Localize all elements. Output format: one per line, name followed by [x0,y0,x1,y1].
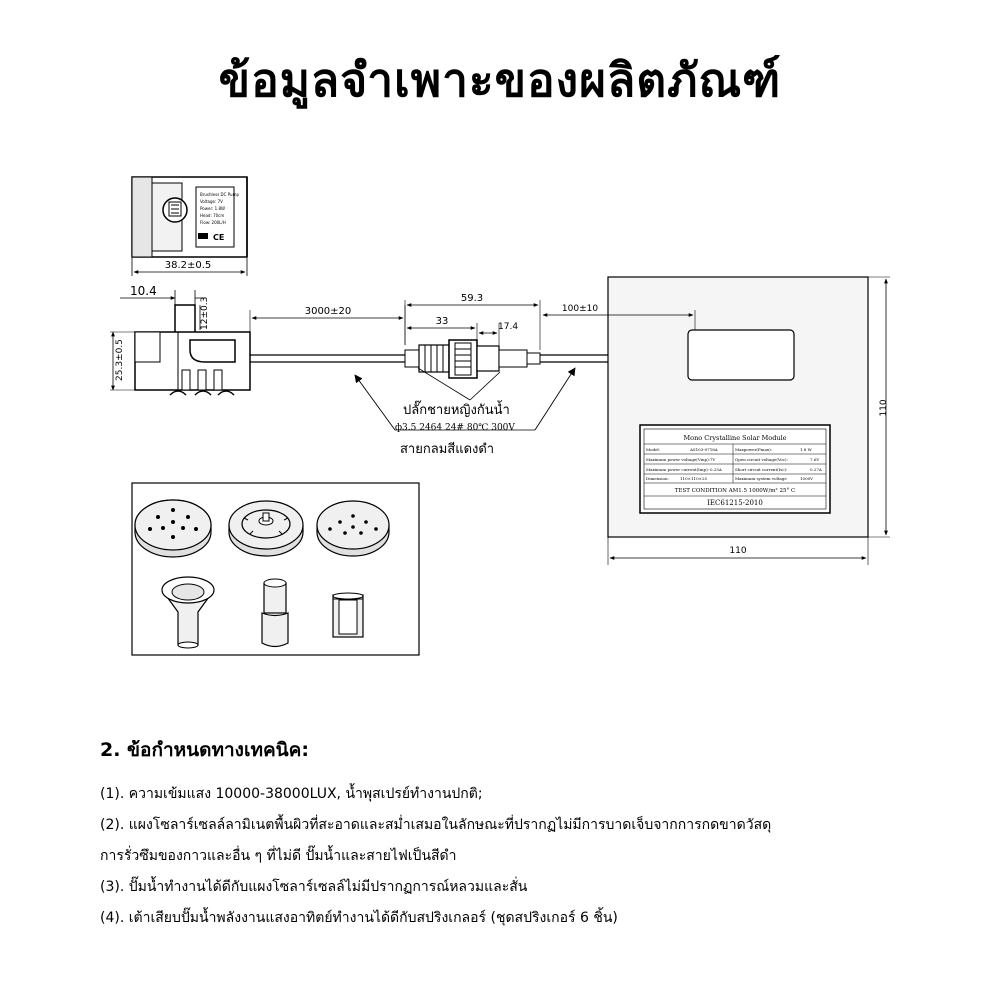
panel-cable-dimension: 100±10 [562,304,598,314]
technical-specs: 2. ข้อกำหนดทางเทคนิค: (1). ความเข้มแสง 1… [100,735,980,934]
solar-label-cell: Model: [646,447,660,452]
connector-right-dimension: 17.4 [498,322,518,332]
solar-label-cell: Maximum power current(Imp): [646,467,709,472]
nozzle-ring-icon [228,500,304,557]
solar-label-cell: Short circuit current(Isc): [735,467,787,472]
connector-left-dimension: 33 [436,316,449,327]
cable-label: สายกลมสีแดงดำ [400,441,494,457]
pump-label-line: Voltage: 7V [200,199,223,204]
connector-total-dimension: 59.3 [461,293,483,304]
solar-label-cell: Maximum power voltage(Vmp): [646,457,710,462]
solar-label-cell: 7.6V [810,457,819,462]
solar-label-cell: Maximum system voltage [735,476,787,481]
page-title: ข้อมูลจำเพาะของผลิตภัณฑ์ [218,53,782,107]
solar-test-condition: TEST CONDITION AM1.5 1000W/m² 25° C [675,487,795,494]
spec-item: (4). เต้าเสียบปั๊มน้ำพลังงานแสงอาทิตย์ทำ… [100,910,618,926]
pump-spec-label: Brushless DC Pump Voltage: 7V Power: 1.8… [200,192,239,225]
spec-item: (2). แผงโซลาร์เซลล์ลามิเนตพื้นผิวที่สะอา… [100,817,772,833]
connector-label: ปลั๊กชายหญิงกันน้ำ [403,400,510,418]
panel-width-dimension: 110 [729,546,746,556]
pump-side-view: 10.4 12±0.3 25.3±0.5 [110,284,251,396]
spec-item: (1). ความเข้มแสง 10000-38000LUX, น้ำพุสเ… [100,786,483,802]
ce-mark-icon: CE [213,233,224,242]
pump-height-dimension: 25.3±0.5 [115,339,125,381]
solar-module-label: Mono Crystalline Solar Module Model: AS1… [639,424,831,514]
sprinkler-accessories [131,482,420,656]
junction-box [687,329,795,381]
solar-standard: IEC61215-2010 [707,499,763,507]
solar-label-cell: AS103-0718A [689,447,718,452]
panel-height-dimension: 110 [879,399,889,416]
solar-label-title: Mono Crystalline Solar Module [684,434,787,442]
connector-callout: ปลั๊กชายหญิงกันน้ำ ф3.5 2464 24# 80℃ 300… [354,367,576,457]
specs-heading: 2. ข้อกำหนดทางเทคนิค: [100,739,309,761]
solar-label-cell: 0.27A [810,467,822,472]
outlet-height-dimension: 12±0.3 [200,297,210,330]
solar-label-cell: 1000V [800,476,813,481]
pump-front-view: Brushless DC Pump Voltage: 7V Power: 1.8… [131,176,248,276]
pump-label-line: Power: 1.8W [200,206,225,211]
cable-spec-label: ф3.5 2464 24# 80℃ 300V [395,423,515,433]
nozzle-disc-icon [134,499,212,558]
tube-adapter-icon [261,578,289,648]
solar-label-cell: 1.8 W [800,447,813,452]
spec-item: การรั่วซึมของกาวและอื่น ๆ ที่ไม่ดี ปั๊มน… [100,848,457,864]
solar-label-cell: Open circuit voltage(Voc): [735,457,788,462]
nozzle-dots-icon [316,500,390,557]
cup-adapter-icon [332,592,364,638]
pump-label-line: Brushless DC Pump [200,192,239,197]
solar-label-cell: 110×110×25 [680,476,708,481]
pump-width-dimension: 38.2±0.5 [165,260,212,271]
spec-item: (3). ปั๊มน้ำทำงานได้ดีกับแผงโซลาร์เซลล์ไ… [100,879,528,895]
pump-label-line: Head: 70cm [200,213,224,218]
solar-label-cell: Maxpower(Pmax): [735,447,772,452]
pump-depth-dimension: 10.4 [130,284,157,298]
solar-label-cell: Dimension: [646,476,669,481]
solar-label-cell: 0.25A [710,467,722,472]
waterproof-connector: 59.3 33 17.4 [404,293,541,379]
solar-panel: 100±10 110 110 Mono Crystalline Solar Mo… [542,276,890,565]
funnel-nozzle-icon [161,576,215,649]
cable-length-dimension: 3000±20 [305,306,352,317]
pump-label-line: Flow: 200L/H [200,220,226,225]
solar-label-cell: 7V [710,457,716,462]
brand-logo-icon [198,233,208,239]
